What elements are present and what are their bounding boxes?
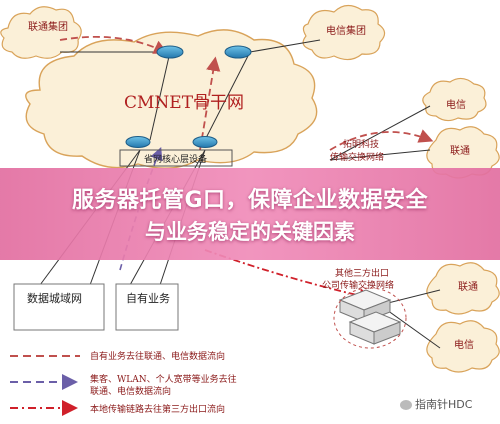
cloud-unicom-right-2 bbox=[426, 262, 500, 315]
banner-title-line2: 与业务稳定的关键因素 bbox=[145, 220, 355, 244]
legend-label-customer: 集客、WLAN、个人宽带等业务去往 bbox=[90, 375, 237, 385]
label-third-party-network: 公司传输交换网络 bbox=[322, 281, 395, 291]
label-tuoming: 拓明科技 bbox=[343, 140, 380, 150]
label-third-party: 其他三方出口 bbox=[335, 269, 390, 279]
own-business-box bbox=[115, 283, 179, 331]
legend-label-own: 自有业务去往联通、电信数据流向 bbox=[90, 352, 226, 362]
watermark-text: 指南针HDC bbox=[415, 398, 473, 411]
banner-title-line1: 服务器托管G口，保障企业数据安全 bbox=[71, 188, 429, 213]
watermark: 指南针HDC bbox=[400, 396, 472, 412]
cloud-telecom-right bbox=[422, 77, 487, 122]
flow-own-business bbox=[59, 36, 434, 151]
label-cmnet: CMNET骨干网 bbox=[124, 93, 245, 113]
label-core-device: 省网核心层设备 bbox=[144, 155, 208, 165]
switch-icon bbox=[333, 287, 407, 349]
label-metro-network: 数据城域网 bbox=[27, 292, 82, 305]
legend-label-customer-2: 联通、电信数据流向 bbox=[90, 387, 172, 397]
title-banner: 服务器托管G口，保障企业数据安全 与业务稳定的关键因素 bbox=[0, 168, 500, 260]
label-telecom-group: 电信集团 bbox=[326, 26, 366, 37]
label-own-business: 自有业务 bbox=[126, 292, 170, 305]
label-telecom-right-bottom: 电信 bbox=[454, 340, 474, 351]
label-unicom-right-2: 联通 bbox=[458, 282, 478, 293]
legend-label-local: 本地传输链路去往第三方出口流向 bbox=[90, 405, 226, 415]
core-device-box bbox=[119, 149, 233, 167]
cloud-telecom-right-bottom bbox=[426, 320, 500, 373]
label-telecom-right: 电信 bbox=[446, 100, 466, 111]
label-unicom-right: 联通 bbox=[450, 146, 470, 157]
wechat-icon bbox=[400, 400, 412, 410]
legend-swatches bbox=[10, 355, 80, 416]
cloud-unicom-group bbox=[0, 6, 82, 59]
metro-network-box bbox=[13, 283, 105, 331]
label-tuoming-network: 传输交换网络 bbox=[330, 153, 385, 163]
cloud-telecom-group bbox=[302, 4, 386, 61]
label-unicom-group: 联通集团 bbox=[28, 22, 68, 33]
